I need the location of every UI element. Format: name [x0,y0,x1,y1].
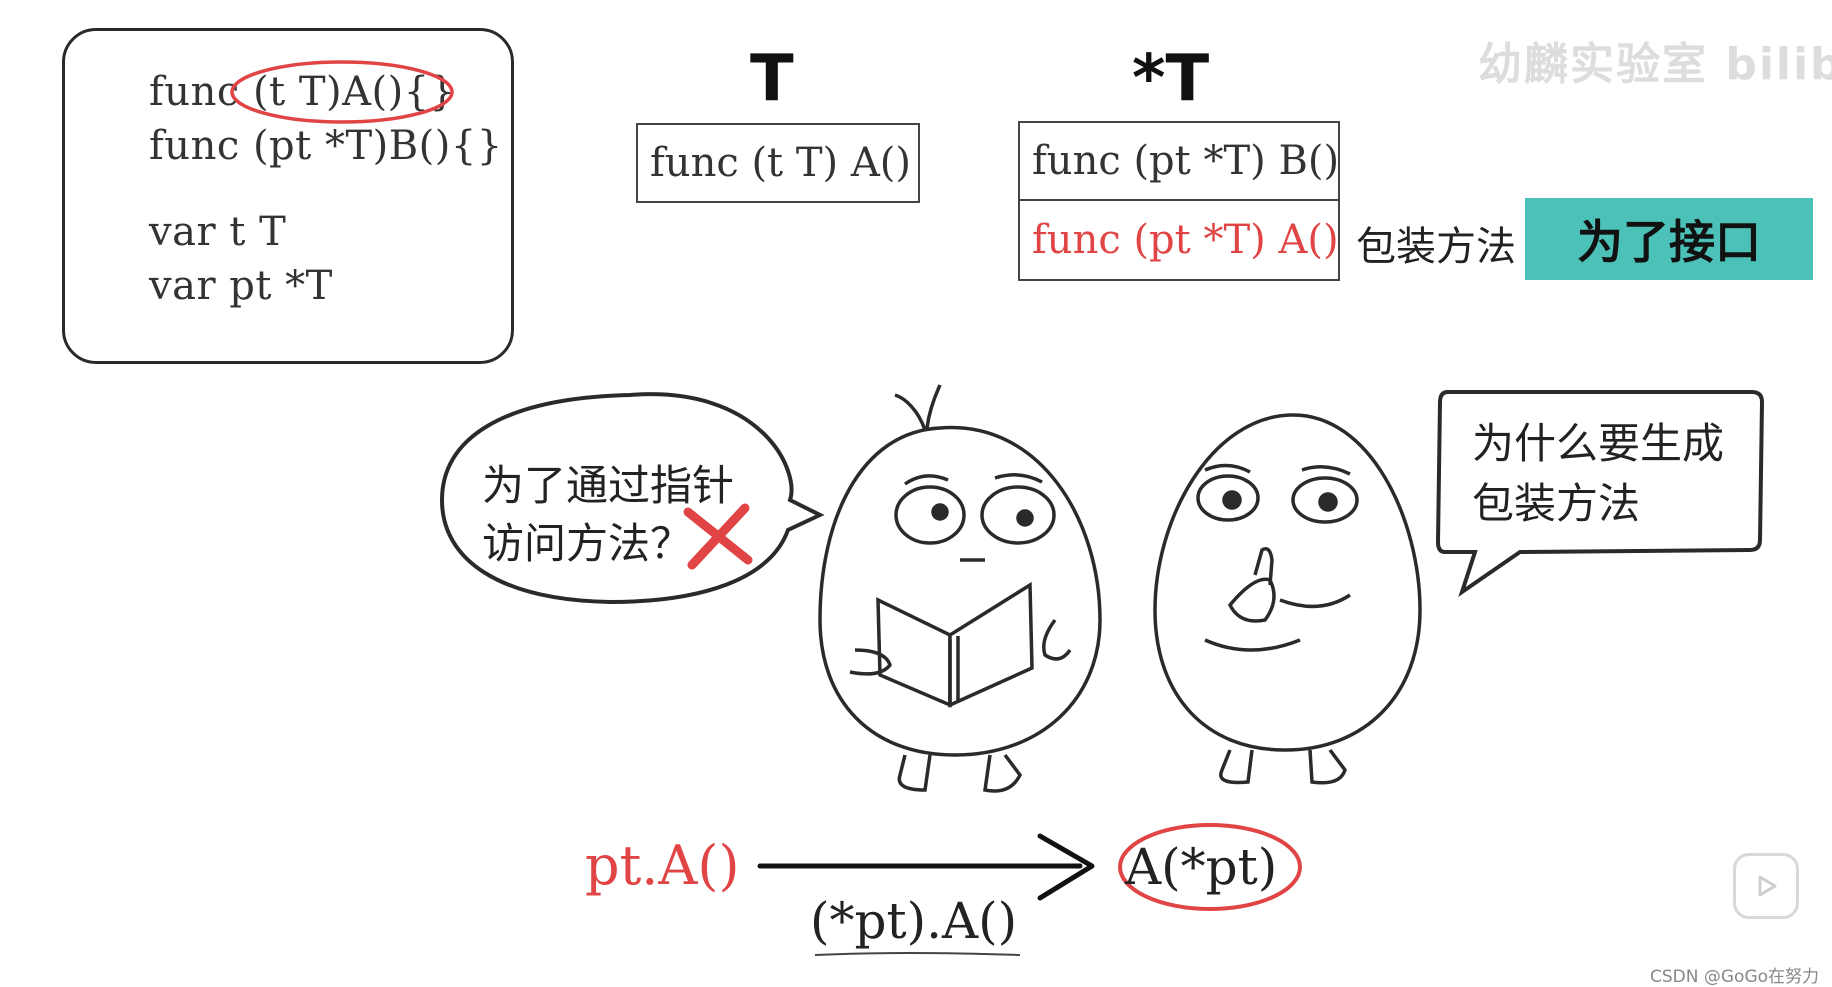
right-bubble-line2: 包装方法 [1472,470,1640,531]
egg-character-reading [820,385,1100,791]
deref-call-expr: (*pt).A() [810,892,1017,950]
left-bubble-line1: 为了通过指针 [482,452,734,513]
play-icon [1751,871,1781,901]
highlight-ellipse-receiver [232,62,452,122]
play-button[interactable] [1733,853,1799,919]
call-arrow [760,836,1092,898]
pointer-call-expr: pt.A() [585,834,740,897]
deref-underline [815,953,1020,955]
egg-character-thinking [1155,415,1420,783]
wrapper-call-expr: A(*pt) [1125,838,1277,896]
left-bubble-line2: 访问方法？ [482,510,692,571]
credit-label: CSDN @GoGo在努力 [1650,962,1819,987]
right-bubble-line1: 为什么要生成 [1472,410,1724,471]
